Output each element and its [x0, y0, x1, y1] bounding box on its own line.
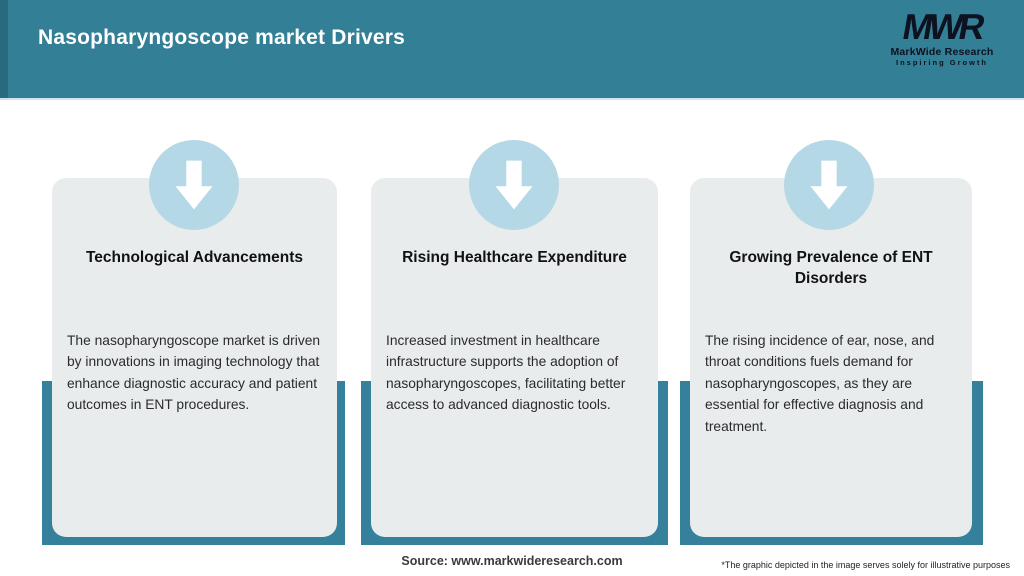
down-arrow-icon	[469, 140, 559, 230]
page-title: Nasopharyngoscope market Drivers	[38, 26, 406, 49]
header-bar: Nasopharyngoscope market Drivers MWR Mar…	[0, 0, 1024, 100]
driver-card-growing-prevalence-ent-disorders: Growing Prevalence of ENT Disorders The …	[690, 178, 972, 537]
card-title: Technological Advancements	[85, 249, 304, 266]
logo-monogram: MWR	[899, 6, 985, 47]
card-title: Growing Prevalence of ENT Disorders	[729, 249, 933, 287]
disclaimer-text: *The graphic depicted in the image serve…	[721, 560, 1010, 570]
header-left-accent-stripe	[0, 0, 8, 98]
card-body-text: The rising incidence of ear, nose, and t…	[705, 333, 935, 434]
card-body-text: Increased investment in healthcare infra…	[386, 333, 626, 413]
down-arrow-icon	[149, 140, 239, 230]
down-arrow-icon	[784, 140, 874, 230]
logo-tagline: Inspiring Growth	[896, 58, 988, 67]
source-text: Source: www.markwideresearch.com	[401, 554, 623, 568]
card-body-text: The nasopharyngoscope market is driven b…	[67, 333, 321, 413]
driver-card-rising-healthcare-expenditure: Rising Healthcare Expenditure Increased …	[371, 178, 658, 537]
markwide-research-logo: MWR MarkWide Research Inspiring Growth	[878, 6, 1006, 68]
driver-card-technological-advancements: Technological Advancements The nasophary…	[52, 178, 337, 537]
card-title: Rising Healthcare Expenditure	[402, 249, 627, 266]
logo-name: MarkWide Research	[890, 46, 994, 58]
